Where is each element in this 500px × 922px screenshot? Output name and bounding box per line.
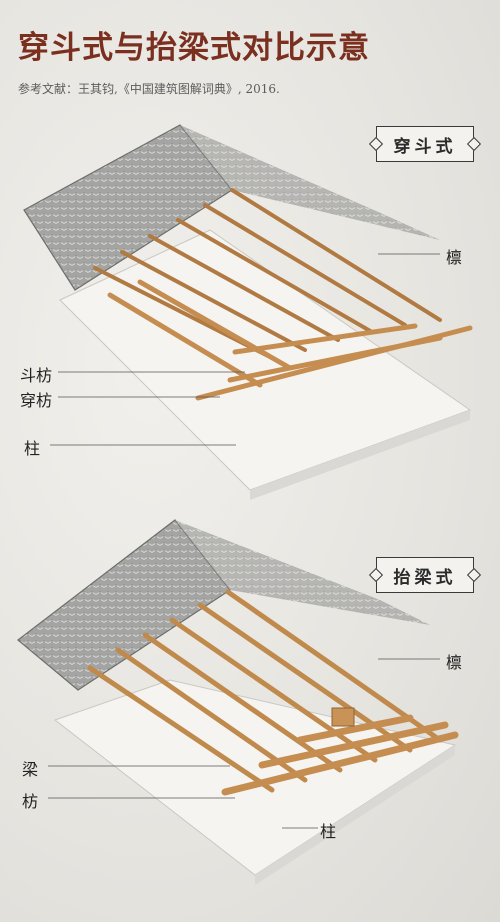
fang-label: 枋 — [22, 792, 39, 811]
chuanfang-label: 穿枋 — [20, 391, 53, 410]
bottom-rafters — [87, 589, 443, 793]
bottom-purlin-label: 檩 — [446, 653, 463, 672]
bottom-columns — [76, 670, 449, 862]
top-tie-beams — [107, 279, 473, 401]
bottom-roof-right — [175, 520, 430, 625]
tailiang-badge: 抬梁式 — [376, 557, 474, 593]
top-roof-right — [180, 125, 440, 240]
top-purlin-label: 檩 — [446, 248, 463, 267]
bottom-column-label: 柱 — [320, 822, 337, 841]
reference-citation: 参考文献：王其钧,《中国建筑图解词典》, 2016. — [18, 82, 280, 96]
top-platform-side — [250, 410, 470, 500]
bottom-beams — [221, 714, 459, 796]
ridge-block — [331, 707, 355, 727]
doufang-label: 斗枋 — [20, 366, 53, 385]
page-title: 穿斗式与抬梁式对比示意 — [18, 30, 370, 66]
beam-label: 梁 — [22, 760, 39, 779]
leader-lines — [48, 253, 440, 829]
chuandou-building — [23, 124, 473, 500]
top-column-label: 柱 — [24, 439, 41, 458]
tailiang-building — [17, 519, 459, 885]
chuandou-badge: 穿斗式 — [376, 126, 474, 162]
bottom-platform-side — [255, 745, 455, 885]
